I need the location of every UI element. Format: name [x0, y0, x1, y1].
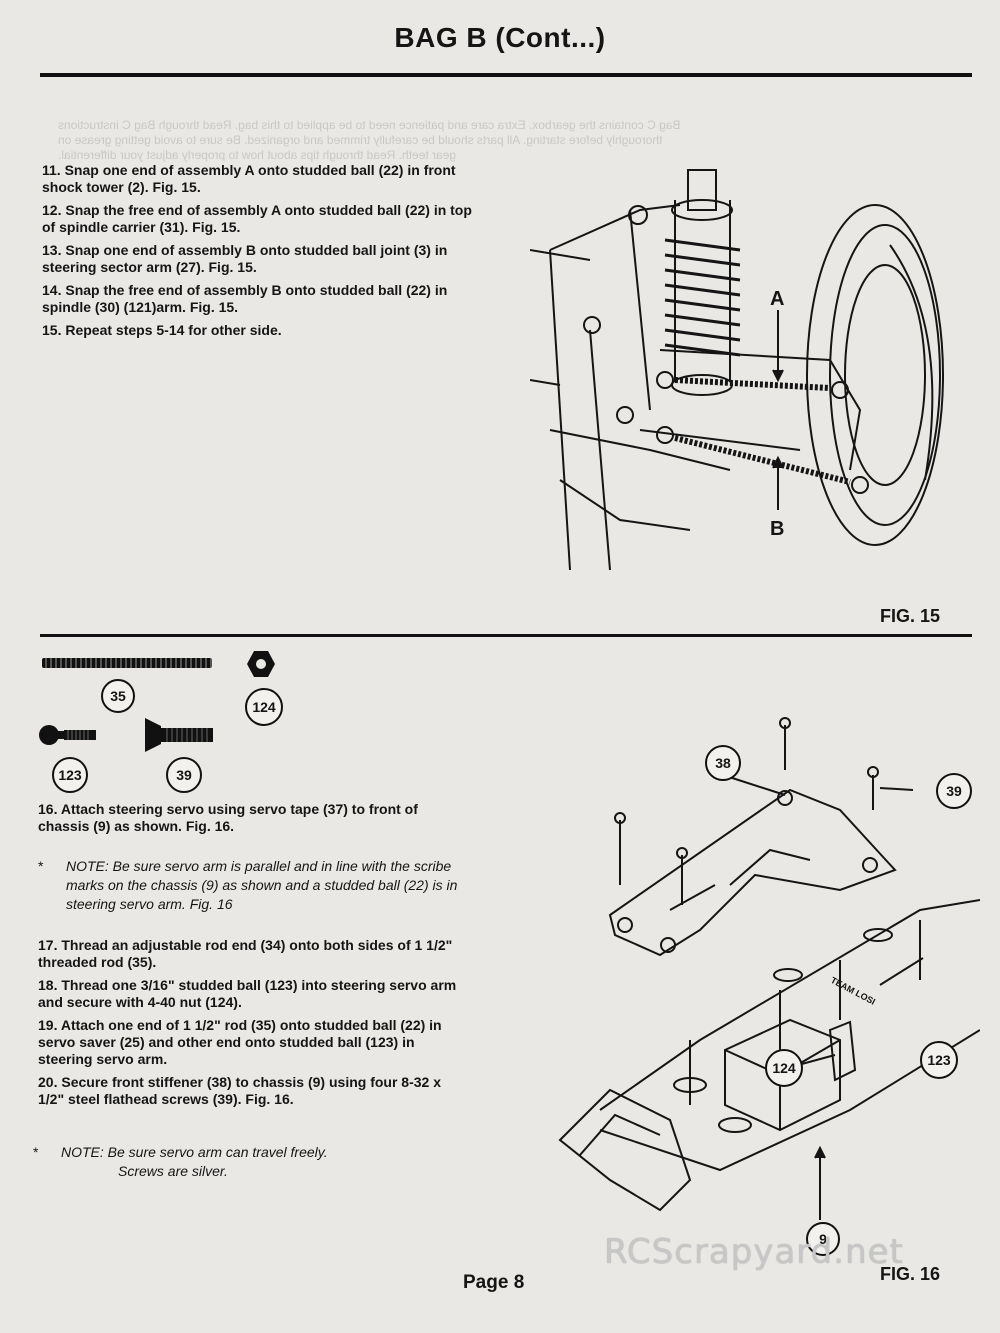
step-18: 18. Thread one 3/16" studded ball (123) … [38, 977, 457, 1010]
note-2-text: NOTE: Be sure servo arm can travel freel… [61, 1143, 328, 1181]
fig15-illustration: A B [530, 169, 944, 571]
title-rule [40, 73, 972, 77]
flathead-screw-icon [145, 718, 213, 752]
note-1-text: NOTE: Be sure servo arm is parallel and … [66, 858, 458, 912]
note-2: * NOTE: Be sure servo arm can travel fre… [33, 1143, 473, 1181]
step-20: 20. Secure front stiffener (38) to chass… [38, 1074, 441, 1107]
note-2-line-1: NOTE: Be sure servo arm can travel freel… [61, 1144, 328, 1160]
page-title: BAG B (Cont...) [394, 22, 606, 53]
step-13: 13. Snap one end of assembly B onto stud… [42, 242, 448, 275]
part-124-callout: 124 [245, 688, 283, 726]
section2-steps: 17. Thread an adjustable rod end (34) on… [38, 937, 468, 1114]
bleed-through-line-3: gear teeth. Read through tips about how … [58, 148, 457, 162]
callout-b: B [770, 518, 784, 540]
part-124-fig-callout: 124 [765, 1049, 803, 1087]
note-1: * NOTE: Be sure servo arm is parallel an… [38, 857, 478, 914]
section-divider [40, 634, 972, 637]
part-38-callout: 38 [705, 745, 741, 781]
threaded-rod-icon [42, 658, 212, 668]
note-2-line-2: Screws are silver. [118, 1163, 228, 1179]
step-17: 17. Thread an adjustable rod end (34) on… [38, 937, 453, 970]
callout-a: A [770, 288, 784, 310]
bleed-through-line-2: thoroughly before starting. All parts sh… [58, 133, 663, 147]
page-number: Page 8 [463, 1272, 525, 1293]
note-2-star: * [33, 1144, 39, 1160]
part-39-callout: 39 [166, 757, 202, 793]
step-11: 11. Snap one end of assembly A onto stud… [42, 162, 456, 195]
chassis-text: TEAM LOSI [829, 975, 877, 1007]
section1-steps: 11. Snap one end of assembly A onto stud… [42, 162, 472, 345]
step-16: 16. Attach steering servo using servo ta… [38, 801, 418, 834]
fig16-label: FIG. 16 [880, 1264, 941, 1284]
step-14: 14. Snap the free end of assembly B onto… [42, 282, 448, 315]
part-39-fig-callout: 39 [936, 773, 972, 809]
part-123-fig-callout: 123 [920, 1041, 958, 1079]
fig16-illustration: TEAM LOSI [558, 717, 980, 1220]
step-12: 12. Snap the free end of assembly A onto… [42, 202, 472, 235]
studded-ball-icon [39, 725, 96, 745]
hex-nut-icon [247, 651, 275, 677]
watermark: RCScrapyard.net [604, 1232, 904, 1272]
fig15-label: FIG. 15 [880, 606, 941, 626]
bleed-through-line-1: Bag C contains the gearbox. Extra care a… [58, 118, 681, 132]
step-16-block: 16. Attach steering servo using servo ta… [38, 801, 468, 841]
step-19: 19. Attach one end of 1 1/2" rod (35) on… [38, 1017, 442, 1067]
part-35-callout: 35 [101, 679, 135, 713]
note-1-star: * [38, 858, 44, 874]
step-15: 15. Repeat steps 5-14 for other side. [42, 322, 282, 338]
part-9-fig-callout: 9 [806, 1222, 840, 1256]
part-123-callout: 123 [52, 757, 88, 793]
